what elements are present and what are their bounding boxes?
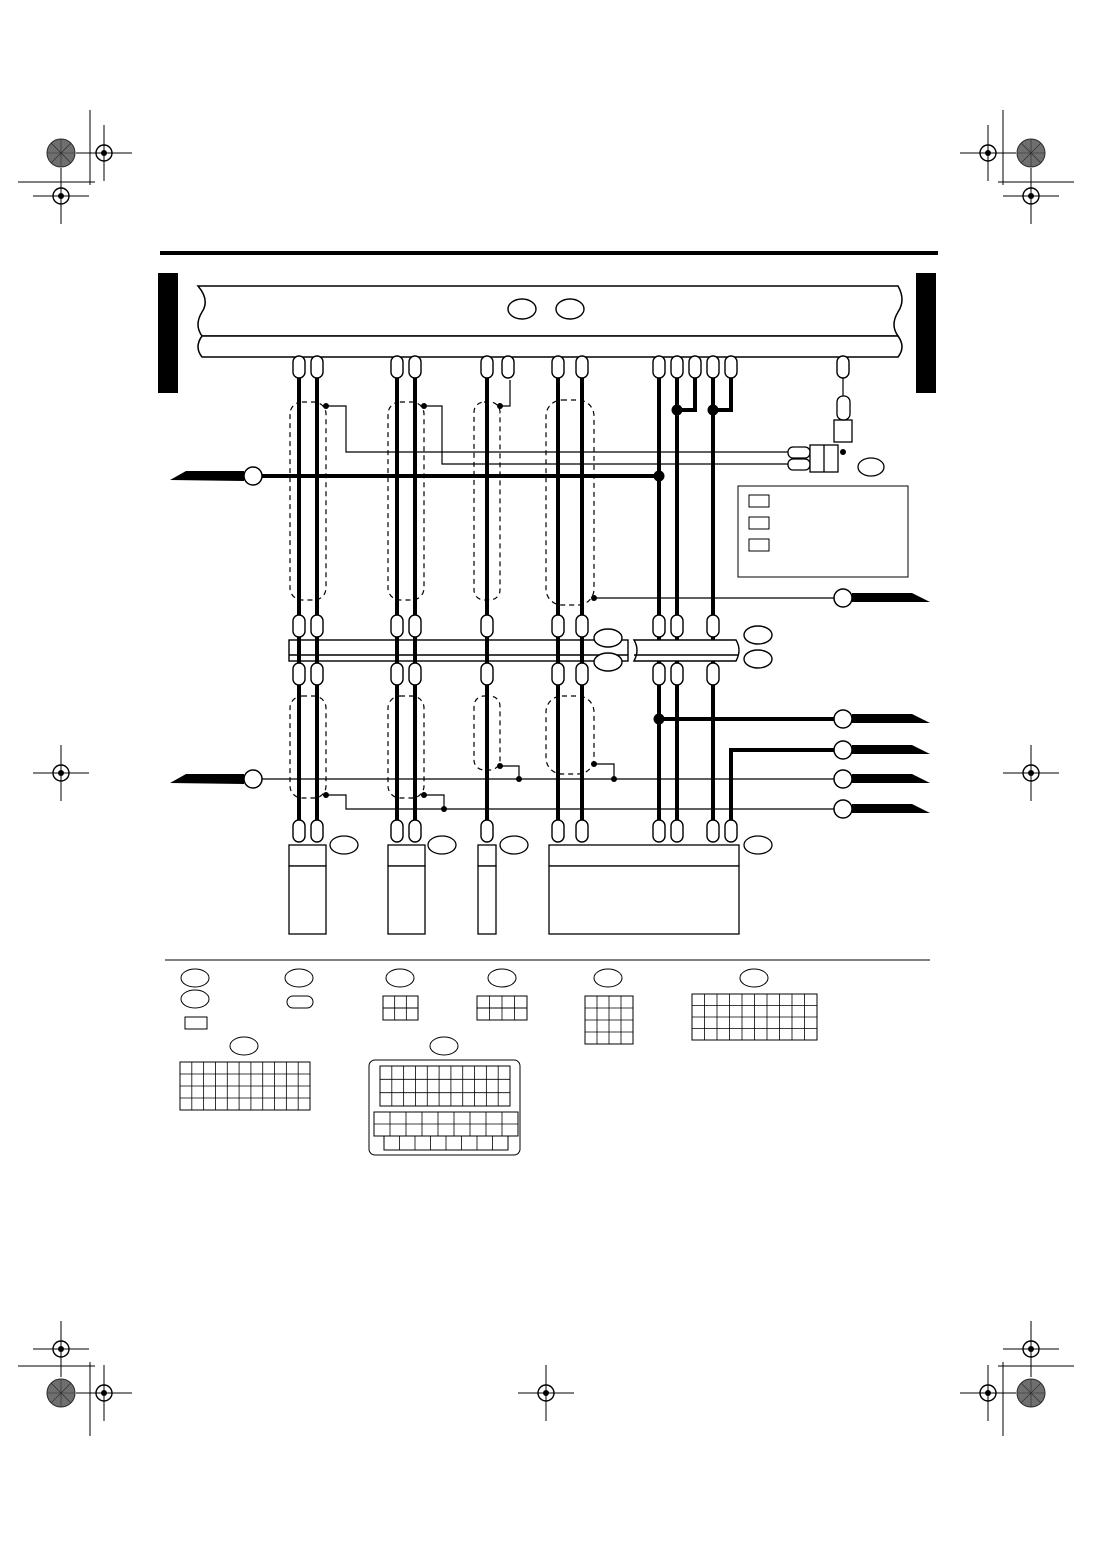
crosshair-icon: [32, 1320, 90, 1378]
color-wheel-icon: [46, 1378, 76, 1408]
junction-connector: [288, 625, 773, 672]
signal-wires: [253, 378, 844, 810]
right-side-tab: [916, 273, 936, 393]
connector-tag: [180, 989, 210, 1009]
splice-points: [323, 403, 846, 812]
color-wheel-icon: [1016, 1378, 1046, 1408]
connector-tag: [593, 652, 623, 672]
connector-tag: [229, 1036, 259, 1056]
connector-tag: [429, 1036, 459, 1056]
connector-tag: [593, 968, 623, 988]
connector-tag: [487, 968, 517, 988]
wire-bundle: [253, 378, 843, 830]
connector-tag: [743, 625, 773, 645]
arrow-right-icon: [852, 714, 930, 723]
connector-cell-grid: [180, 994, 817, 1150]
connector-pins: [292, 355, 850, 843]
connector-tag: [739, 968, 769, 988]
bottom-components: [288, 835, 773, 935]
connector-tag: [555, 298, 585, 320]
control-unit-body: [196, 285, 903, 358]
left-side-tab: [158, 273, 178, 393]
crosshair-icon: [75, 124, 133, 182]
color-wheel-icon: [46, 138, 76, 168]
connector-tag: [329, 835, 359, 855]
crosshair-icon: [1002, 167, 1060, 225]
crosshair-icon: [517, 1364, 575, 1422]
registration-marks: [18, 110, 1074, 1436]
connector-tag: [857, 457, 885, 477]
connector-tag: [593, 628, 623, 648]
color-wheel-icon: [1016, 138, 1046, 168]
connector-tag: [385, 968, 415, 988]
connector-tag: [180, 968, 210, 988]
crosshair-icon: [1002, 1320, 1060, 1378]
arrow-right-icon: [852, 745, 930, 754]
arrow-right-icon: [852, 593, 930, 602]
connector-tag: [499, 835, 529, 855]
arrow-right-icon: [852, 774, 930, 783]
crosshair-icon: [959, 1364, 1017, 1422]
crosshair-icon: [75, 1364, 133, 1422]
legend-swatch: [748, 516, 770, 530]
arrow-left-icon: [170, 774, 244, 784]
connector-tag: [284, 968, 314, 988]
legend-swatch: [748, 494, 770, 508]
crosshair-icon: [32, 744, 90, 802]
header-rule: [160, 251, 938, 255]
connector-tag: [743, 649, 773, 669]
connector-tag: [507, 298, 537, 320]
crosshair-icon: [1002, 744, 1060, 802]
side-sensor-connector: [787, 395, 885, 477]
arrow-left-icon: [170, 471, 244, 481]
legend-box: [737, 485, 909, 578]
connector-tag: [427, 835, 457, 855]
crosshair-icon: [959, 124, 1017, 182]
arrow-right-icon: [852, 804, 930, 813]
crosshair-icon: [32, 167, 90, 225]
connector-tag: [743, 835, 773, 855]
off-page-arrows: [170, 471, 930, 813]
connector-face-views: [179, 968, 818, 1156]
legend-swatch: [748, 538, 770, 552]
